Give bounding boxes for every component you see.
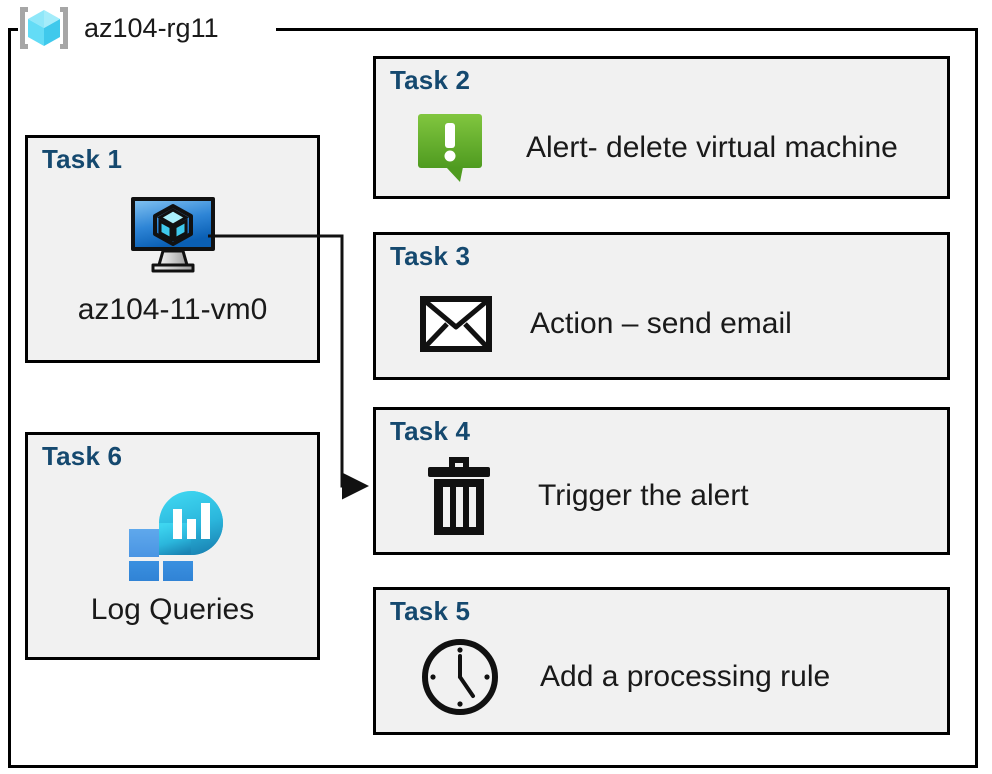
task5-title: Task 5 — [390, 596, 471, 626]
task5-content: Add a processing rule — [418, 634, 830, 720]
task2-title: Task 2 — [390, 65, 471, 95]
task2-card[interactable]: Task 2 Alert- delete virtual machin — [373, 56, 950, 199]
task6-title: Task 6 — [42, 441, 123, 471]
task4-card[interactable]: Task 4 Trigger the alert — [373, 407, 950, 555]
task4-content: Trigger the alert — [424, 450, 749, 542]
task2-content: Alert- delete virtual machine — [414, 107, 898, 189]
envelope-icon — [420, 295, 492, 353]
task3-label: Action – send email — [530, 307, 792, 340]
task3-content: Action – send email — [420, 283, 792, 365]
log-queries-icon — [28, 483, 317, 583]
alert-speech-bubble-icon — [414, 111, 488, 185]
task3-card[interactable]: Task 3 Action – send email — [373, 232, 950, 380]
resource-group-name: az104-rg11 — [84, 12, 219, 43]
virtual-machine-icon — [28, 190, 317, 280]
task6-card[interactable]: Task 6 — [25, 432, 320, 660]
clock-icon — [418, 635, 502, 719]
resource-group-cube-icon — [14, 2, 74, 54]
resource-group-header: az104-rg11 — [14, 2, 219, 54]
task1-card[interactable]: Task 1 — [25, 135, 320, 363]
resource-group-boundary — [8, 28, 978, 768]
task1-caption: az104-11-vm0 — [77, 293, 268, 326]
trash-can-icon — [424, 453, 494, 539]
task3-title: Task 3 — [390, 241, 471, 271]
task6-caption: Log Queries — [90, 593, 255, 626]
resource-group-label-gap — [18, 12, 276, 46]
task5-label: Add a processing rule — [540, 660, 831, 693]
task2-label: Alert- delete virtual machine — [526, 131, 898, 164]
task4-title: Task 4 — [390, 416, 471, 446]
task1-title: Task 1 — [42, 144, 123, 174]
task4-label: Trigger the alert — [538, 479, 749, 512]
task5-card[interactable]: Task 5 Add a processing rule — [373, 587, 950, 735]
